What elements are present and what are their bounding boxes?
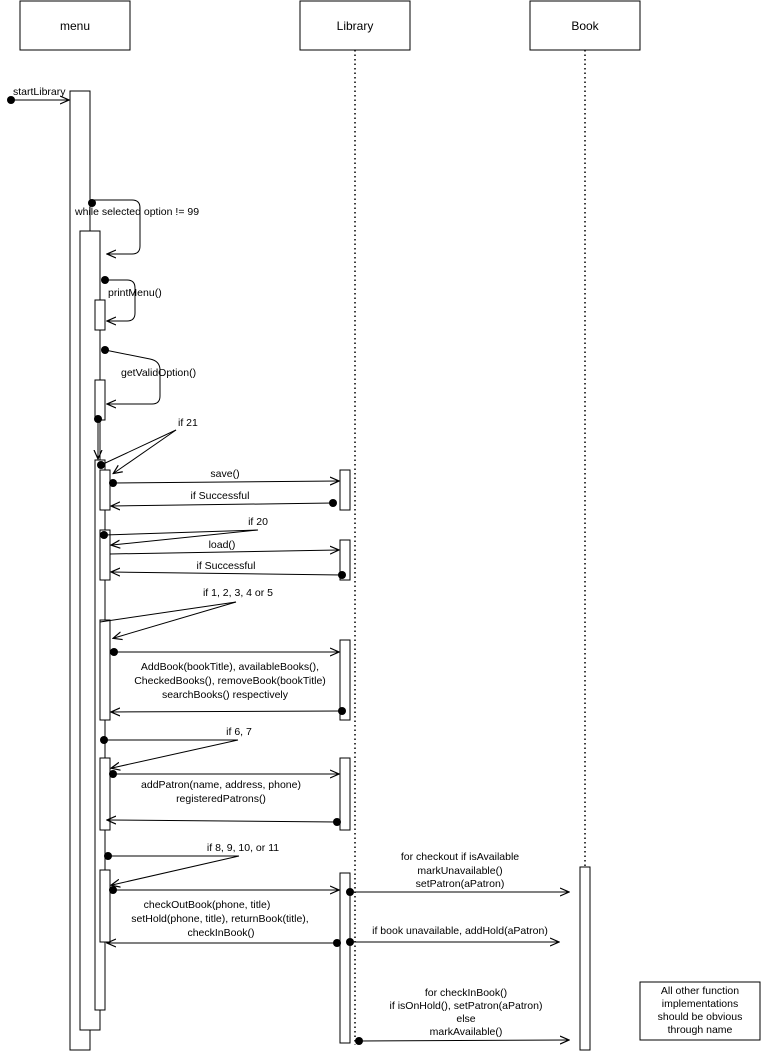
- checkin-book-line-1: for checkInBook(): [425, 987, 507, 999]
- book-ops-line-3: searchBooks() respectively: [162, 689, 289, 701]
- get-valid-option-label: getValidOption(): [121, 367, 196, 379]
- note-line-4: through name: [668, 1024, 733, 1036]
- message-if-1-5: if 1, 2, 3, 4 or 5: [99, 587, 273, 638]
- checkin-book-line-3: else: [456, 1013, 475, 1025]
- menu-activation-dispatch: [94, 459, 106, 1011]
- message-save: save(): [109, 468, 338, 487]
- message-if-8-11: if 8, 9, 10, or 11: [104, 842, 279, 885]
- message-checkin-book: for checkInBook() if isOnHold(), setPatr…: [355, 987, 568, 1045]
- checkout-ops-line-3: checkInBook(): [187, 927, 254, 939]
- checkin-book-line-4: markAvailable(): [430, 1026, 503, 1038]
- message-add-hold: if book unavailable, addHold(aPatron): [346, 925, 558, 946]
- message-patron-ops: addPatron(name, address, phone) register…: [109, 770, 338, 805]
- book-activation: [579, 866, 591, 1051]
- note-line-2: implementations: [662, 998, 738, 1010]
- message-start-library: startLibrary: [7, 86, 68, 104]
- book-ops-line-2: CheckedBooks(), removeBook(bookTitle): [134, 675, 326, 687]
- if-8-11-label: if 8, 9, 10, or 11: [207, 842, 279, 854]
- if-21-label: if 21: [178, 417, 198, 429]
- checkout-book-line-3: setPatron(aPatron): [416, 878, 505, 890]
- note-line-3: should be obvious: [658, 1011, 743, 1023]
- save-return-label: if Successful: [191, 490, 250, 502]
- activation-if-1-5: [99, 619, 111, 721]
- activation-if-6-7: [99, 757, 111, 831]
- add-hold-label: if book unavailable, addHold(aPatron): [372, 925, 548, 937]
- message-load-return: if Successful: [112, 560, 346, 579]
- if-20-label: if 20: [248, 516, 268, 528]
- message-checkout-ops-return: [108, 939, 341, 947]
- message-get-valid-option: getValidOption(): [101, 346, 196, 404]
- message-book-ops-return: [112, 707, 346, 715]
- activation-if-8-11: [99, 869, 111, 943]
- message-if-6-7: if 6, 7: [100, 726, 252, 768]
- message-checkout-book: for checkout if isAvailable markUnavaila…: [346, 851, 568, 896]
- activation-print-menu: [94, 299, 106, 331]
- message-print-menu: printMenu(): [101, 276, 162, 321]
- if-1-5-label: if 1, 2, 3, 4 or 5: [203, 587, 273, 599]
- load-return-label: if Successful: [197, 560, 256, 572]
- lifeline-library: Library: [299, 0, 411, 51]
- message-book-ops: AddBook(bookTitle), availableBooks(), Ch…: [110, 648, 338, 701]
- patron-ops-line-2: registeredPatrons(): [176, 793, 266, 805]
- checkin-book-line-2: if isOnHold(), setPatron(aPatron): [390, 1000, 543, 1012]
- message-if-21: if 21: [97, 417, 198, 473]
- checkout-ops-line-2: setHold(phone, title), returnBook(title)…: [131, 913, 308, 925]
- print-menu-label: printMenu(): [108, 287, 162, 299]
- library-activation-save: [339, 469, 351, 511]
- start-library-label: startLibrary: [13, 86, 66, 98]
- checkout-ops-line-1: checkOutBook(phone, title): [144, 899, 271, 911]
- patron-ops-line-1: addPatron(name, address, phone): [141, 779, 301, 791]
- note-line-1: All other function: [661, 985, 739, 997]
- load-label: load(): [209, 539, 236, 551]
- library-activation-patrons: [339, 757, 351, 831]
- checkout-book-line-2: markUnavailable(): [417, 865, 502, 877]
- message-load: load(): [109, 539, 338, 554]
- library-activation-load: [339, 539, 351, 581]
- lifeline-book: Book: [529, 0, 641, 51]
- book-ops-line-1: AddBook(bookTitle), availableBooks(),: [141, 661, 319, 673]
- checkout-book-line-1: for checkout if isAvailable: [401, 851, 519, 863]
- while-loop-label: while selected option != 99: [74, 206, 199, 218]
- lifeline-menu: menu: [19, 0, 131, 51]
- save-label: save(): [210, 468, 239, 480]
- message-while-loop: while selected option != 99: [74, 199, 199, 254]
- lifeline-menu-label: menu: [60, 19, 90, 33]
- note-box: All other function implementations shoul…: [639, 981, 761, 1041]
- lifeline-book-label: Book: [571, 19, 599, 33]
- library-activation-checkout: [339, 872, 351, 1044]
- activation-if-20: [99, 529, 111, 581]
- message-if-20: if 20: [100, 516, 268, 545]
- message-option-dispatch: [94, 415, 102, 458]
- message-checkout-ops: checkOutBook(phone, title) setHold(phone…: [109, 886, 338, 939]
- if-6-7-label: if 6, 7: [226, 726, 252, 738]
- activation-get-valid-option: [94, 379, 106, 421]
- library-activation-books: [339, 639, 351, 721]
- message-save-return: if Successful: [112, 490, 337, 507]
- lifeline-library-label: Library: [337, 19, 374, 33]
- message-patron-ops-return: [108, 818, 341, 826]
- activation-if-21: [99, 469, 111, 511]
